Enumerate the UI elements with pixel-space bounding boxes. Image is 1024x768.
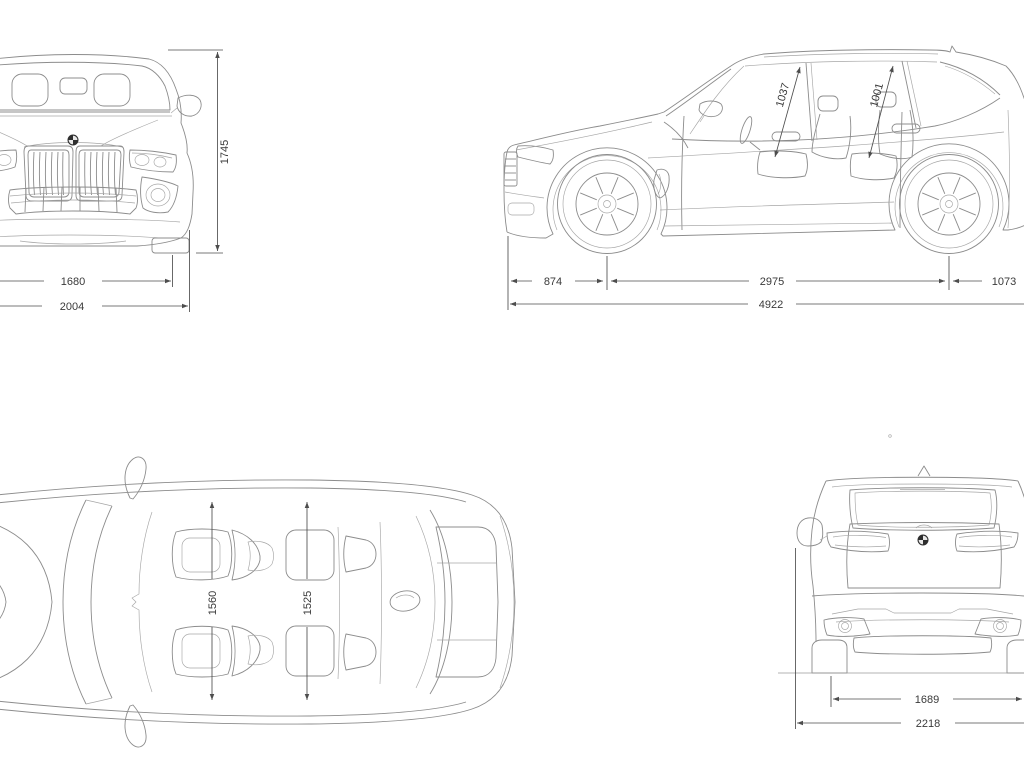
front-dimensions: 1745 1680 2004: [0, 49, 231, 313]
windshield: [0, 61, 171, 111]
fog-intake-right: [140, 176, 179, 214]
cowl-lines: [0, 111, 172, 117]
headrest-right: [93, 73, 131, 107]
exhaust-right: [974, 617, 1022, 637]
headlight-left: [0, 149, 18, 172]
bmw-badge-front: [67, 134, 79, 146]
wing-mirror-top: [124, 456, 147, 500]
side-mirror: [698, 100, 723, 123]
side-front-details: [503, 121, 653, 216]
windshield-band: [62, 499, 153, 705]
rear-mirror-left: [796, 517, 828, 547]
hood-creases: [0, 119, 159, 148]
rear-roof: [825, 476, 1019, 482]
rear-wheel-spokes: [922, 177, 976, 231]
headroom-front-arrow: [774, 66, 801, 158]
wiper: [915, 524, 933, 529]
rear-headrest-top: [343, 535, 377, 573]
top-car-body: [0, 456, 516, 748]
grille-slats: [84, 151, 116, 196]
top-dimensions: 1560 1525: [207, 502, 314, 700]
exhaust-left: [823, 617, 871, 637]
rear-side-right: [1017, 480, 1024, 499]
dim-front-overhang: 874: [544, 276, 562, 288]
dim-wheelbase: 2975: [760, 276, 784, 288]
dim-rear-overhang: 1073: [992, 276, 1016, 288]
wing-mirror-bottom: [124, 704, 147, 748]
rear-glass-and-trunk: [415, 509, 515, 695]
rear-tire-left: [811, 639, 848, 674]
dim-front-overall-width: 2004: [60, 301, 84, 313]
top-outline: [0, 479, 516, 725]
lower-grille-mesh: [8, 186, 138, 215]
dim-rear-width-mirrors: 2218: [916, 718, 940, 730]
dim-overall-length: 4922: [759, 299, 783, 311]
taillight-right: [955, 530, 1019, 553]
center-console: [389, 590, 421, 612]
front-tire-right: [151, 237, 190, 254]
greenhouse: [665, 53, 1001, 142]
fender-vent: [653, 168, 670, 199]
rear-view: 1689 2218: [778, 434, 1024, 730]
rear-roof-inner: [831, 483, 1013, 488]
rear-wheel: [899, 154, 999, 254]
diffuser-panel: [852, 635, 993, 655]
rear-side-left: [810, 480, 827, 643]
headrest-left: [11, 73, 49, 107]
antenna-fin: [917, 465, 931, 477]
body-edge-lines: [0, 487, 467, 717]
rear-tire-right: [1006, 639, 1024, 674]
dim-cabin-width-front: 1560: [207, 591, 219, 615]
hood-creases: [0, 525, 53, 679]
kidney-grille-left: [23, 145, 74, 202]
top-view: 1560 1525: [0, 456, 516, 748]
front-bumper-lines: [0, 218, 181, 245]
dim-headroom-rear: 1001: [868, 82, 886, 109]
dim-rear-track: 1689: [915, 694, 939, 706]
mesh-verticals: [24, 186, 118, 213]
dim-front-height: 1745: [219, 140, 231, 164]
headlight-right: [128, 149, 177, 173]
kidney-grille-right: [75, 145, 125, 202]
front-wheel-spokes: [580, 177, 634, 231]
side-view: 1037 1001 874 2975 1073 4922: [503, 45, 1024, 311]
rear-bumper: [811, 592, 1024, 655]
front-silhouette: [0, 54, 194, 247]
front-car-body: [0, 54, 202, 254]
rear-window: [849, 487, 998, 531]
headroom-rear-arrow: [868, 65, 894, 159]
dim-cabin-width-rear: 1525: [302, 591, 314, 615]
rear-bench: [285, 521, 382, 685]
side-silhouette-top: [503, 45, 1024, 233]
wheel-arches: [552, 152, 1004, 231]
tailgate-seam: [846, 522, 1002, 589]
rearview-mirror: [59, 77, 88, 95]
door-lines: [647, 109, 1010, 231]
dim-front-body-width: 1680: [61, 276, 85, 288]
grille-slats: [32, 151, 64, 196]
rear-car-body: [778, 434, 1024, 674]
front-seat-bottom: [171, 625, 274, 678]
side-silhouette-bottom: [506, 143, 1024, 239]
rear-headrest-bottom: [343, 633, 377, 671]
side-car-body: 1037 1001: [503, 45, 1024, 254]
side-dimensions: 874 2975 1073 4922: [507, 236, 1024, 311]
artifact-dot: [888, 434, 892, 438]
front-seat-top: [171, 528, 274, 581]
side-mirror-right: [170, 94, 202, 117]
door-handle-front: [771, 131, 801, 142]
front-view: 1745 1680 2004: [0, 49, 231, 313]
headroom-dimensions: 1037 1001: [774, 65, 894, 159]
bmw-badge-rear: [917, 534, 929, 546]
front-wheel: [557, 154, 657, 254]
taillight-left: [826, 530, 890, 553]
rear-dimensions: 1689 2218: [795, 548, 1024, 730]
